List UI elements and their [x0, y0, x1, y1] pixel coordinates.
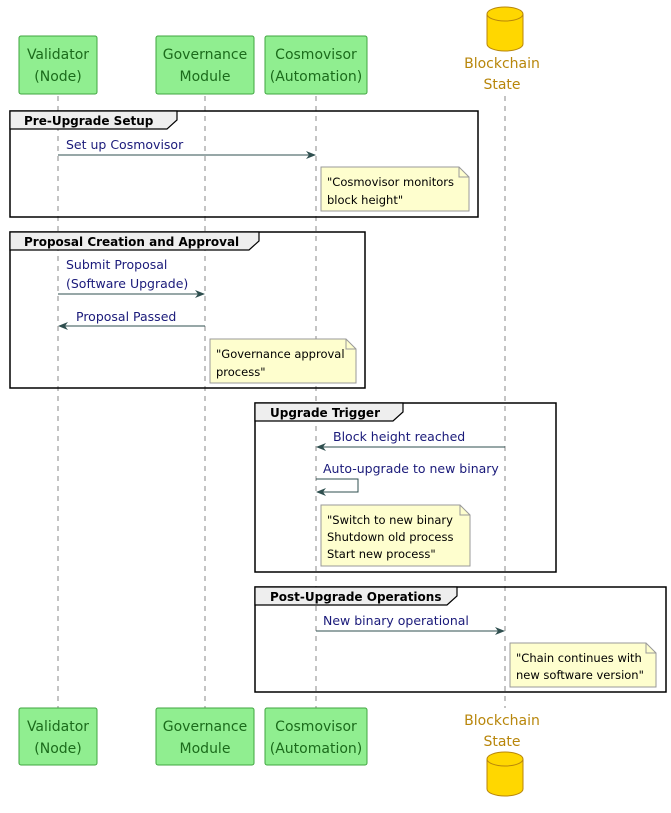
note-line: "Switch to new binary — [327, 513, 453, 527]
participant-blockchain-bottom: Blockchain State — [464, 713, 540, 797]
database-icon — [486, 751, 524, 797]
participant-sublabel: (Automation) — [270, 69, 362, 85]
note-line: block height" — [327, 193, 403, 207]
message-block-height-reached: Block height reached — [316, 429, 505, 451]
message-auto-upgrade: Auto-upgrade to new binary — [316, 461, 499, 496]
frame-title: Proposal Creation and Approval — [24, 235, 239, 249]
message-label: Auto-upgrade to new binary — [323, 461, 499, 476]
participant-label: Validator — [27, 47, 89, 63]
note-line: Shutdown old process — [327, 530, 453, 544]
participant-label: Governance — [163, 719, 247, 735]
note-governance-approval: "Governance approval process" — [209, 338, 357, 384]
message-new-binary-operational: New binary operational — [316, 613, 505, 635]
database-icon — [486, 6, 524, 52]
note-line: new software version" — [516, 668, 644, 682]
participant-label: Cosmovisor — [275, 47, 357, 63]
message-set-up-cosmovisor: Set up Cosmovisor — [58, 137, 316, 159]
participant-label: Blockchain — [464, 713, 540, 729]
participant-label: Validator — [27, 719, 89, 735]
self-message-arrow — [316, 478, 359, 496]
participant-sublabel: State — [483, 734, 520, 750]
participant-sublabel: State — [483, 77, 520, 93]
participant-governance-top: Governance Module — [155, 35, 255, 95]
frame-pre-upgrade-setup: Pre-Upgrade Setup — [9, 110, 479, 218]
participant-label: Blockchain — [464, 56, 540, 72]
participant-governance-bottom: Governance Module — [155, 707, 255, 766]
note-line: "Cosmovisor monitors — [327, 175, 454, 189]
frame-post-upgrade: Post-Upgrade Operations — [254, 586, 667, 693]
message-proposal-passed: Proposal Passed — [58, 309, 205, 330]
note-line: Start new process" — [327, 547, 436, 561]
note-line: "Chain continues with — [516, 651, 642, 665]
participant-label: Cosmovisor — [275, 719, 357, 735]
frame-title: Pre-Upgrade Setup — [24, 114, 154, 128]
note-line: process" — [216, 365, 265, 379]
participant-sublabel: Module — [180, 741, 231, 757]
note-switch-binary: "Switch to new binary Shutdown old proce… — [320, 504, 471, 567]
frame-proposal-creation: Proposal Creation and Approval — [9, 231, 366, 389]
message-label: New binary operational — [323, 613, 469, 628]
frame-title: Upgrade Trigger — [270, 406, 380, 420]
frame-upgrade-trigger: Upgrade Trigger — [254, 402, 557, 573]
participant-cosmovisor-top: Cosmovisor (Automation) — [264, 35, 368, 95]
participant-sublabel: Module — [180, 69, 231, 85]
participant-validator-top: Validator (Node) — [18, 35, 98, 95]
participant-sublabel: (Automation) — [270, 741, 362, 757]
message-label: Proposal Passed — [76, 309, 176, 324]
message-label: (Software Upgrade) — [66, 276, 188, 291]
participant-sublabel: (Node) — [34, 741, 81, 757]
participant-cosmovisor-bottom: Cosmovisor (Automation) — [264, 707, 368, 766]
lifelines — [57, 96, 506, 708]
note-chain-continues: "Chain continues with new software versi… — [509, 642, 657, 688]
participant-validator-bottom: Validator (Node) — [18, 707, 98, 766]
note-cosmovisor-monitors: "Cosmovisor monitors block height" — [320, 166, 470, 212]
message-label: Set up Cosmovisor — [66, 137, 184, 152]
participant-sublabel: (Node) — [34, 69, 81, 85]
note-line: "Governance approval — [216, 347, 345, 361]
message-label: Submit Proposal — [66, 257, 167, 272]
participant-label: Governance — [163, 47, 247, 63]
message-label: Block height reached — [333, 429, 465, 444]
message-submit-proposal: Submit Proposal (Software Upgrade) — [58, 257, 205, 298]
participant-blockchain-top: Blockchain State — [464, 6, 540, 93]
frame-title: Post-Upgrade Operations — [270, 590, 441, 604]
